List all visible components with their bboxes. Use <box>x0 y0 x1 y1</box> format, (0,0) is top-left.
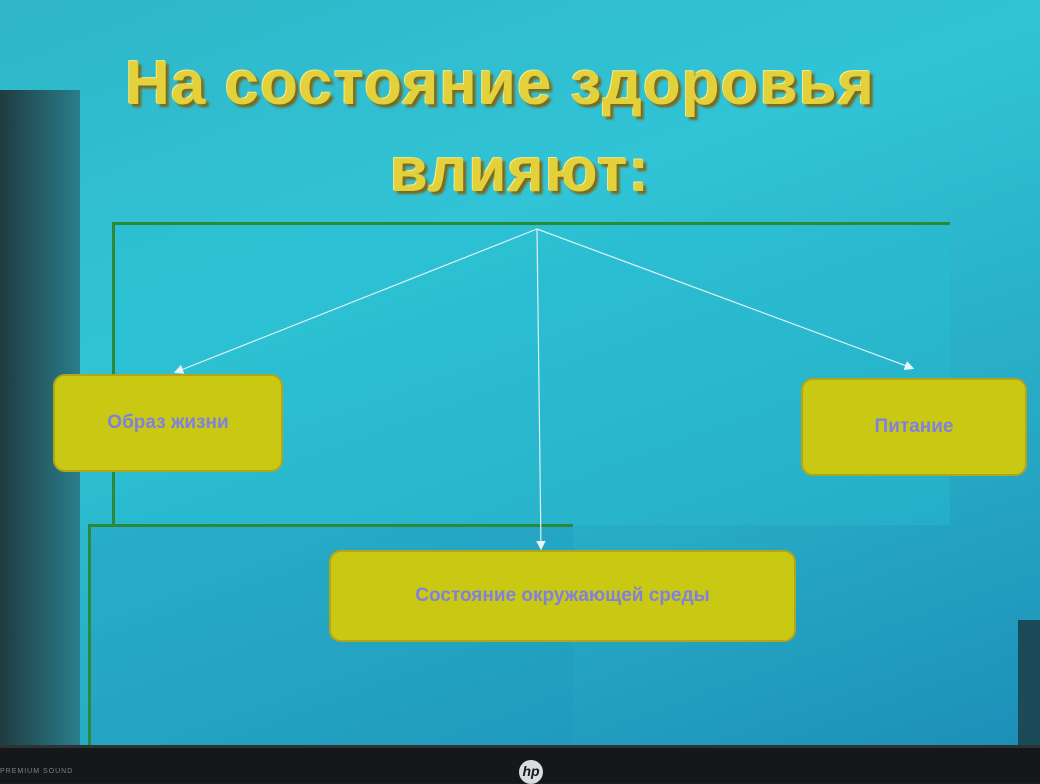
node-nutrition: Питание <box>801 378 1027 476</box>
bezel-label: PREMIUM SOUND <box>0 768 74 775</box>
node-label: Состояние окружающей среды <box>415 585 710 606</box>
arrow-to-nutrition <box>536 228 915 370</box>
hp-logo-icon: hp <box>519 760 543 784</box>
arrow-to-environment <box>536 228 546 551</box>
slide-title-line2: влияют: <box>389 136 651 205</box>
slide-title-line1: На состояние здоровья <box>125 49 875 118</box>
node-lifestyle: Образ жизни <box>53 374 283 472</box>
arrow-to-lifestyle <box>173 228 538 374</box>
node-label: Образ жизни <box>107 412 229 433</box>
slide-screen: На состояние здоровья влияют: Образ жизн… <box>0 0 1040 747</box>
node-label: Питание <box>874 416 954 437</box>
diagram-arrows <box>173 228 915 551</box>
node-environment: Состояние окружающей среды <box>329 550 796 642</box>
screen-edge-shadow <box>1018 620 1040 745</box>
